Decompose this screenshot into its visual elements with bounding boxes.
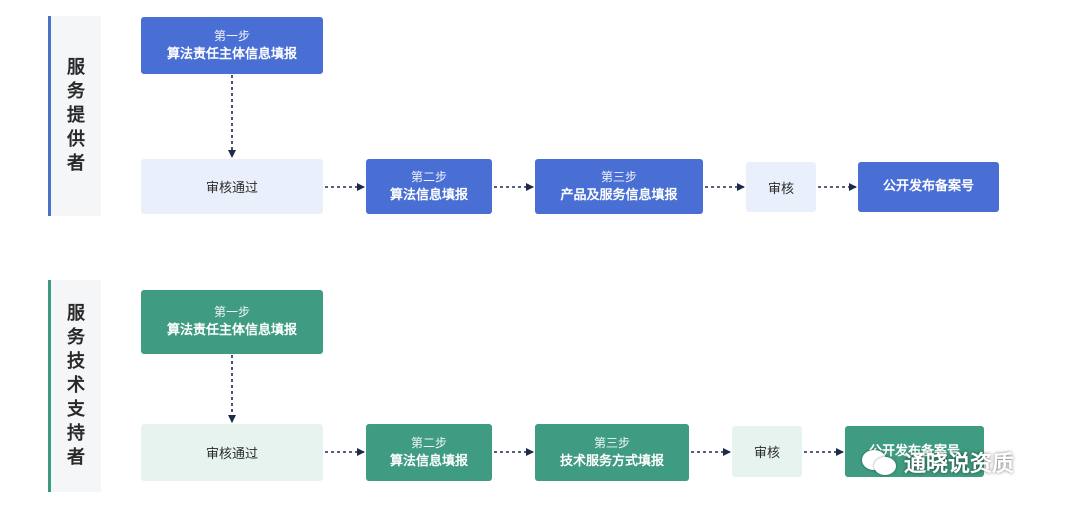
publish-label: 公开发布备案号 [868,443,960,459]
lane-label-tech-support: 服 务 技 术 支 持 者 [48,280,101,492]
lane-label-char: 者 [67,153,85,174]
lane-label-char: 务 [67,81,85,102]
lane-label-char: 技 [67,351,85,372]
step-title: 算法责任主体信息填报 [166,46,297,62]
wechat-icon [862,448,898,476]
lane-label-service-provider: 服 务 提 供 者 [48,16,101,216]
approved-label: 审核通过 [205,447,258,462]
lane-label-char: 务 [67,327,85,348]
step-number: 第一步 [213,28,250,43]
step-title: 算法责任主体信息填报 [166,323,297,338]
lane2-step3-box: 第三步 技术服务方式填报 [535,424,689,481]
step-number: 第二步 [410,435,447,450]
lane1-step1-box: 第一步 算法责任主体信息填报 [141,17,323,74]
step-title: 算法信息填报 [389,453,468,469]
lane2-approved-box: 审核通过 [141,424,323,481]
step-number: 第一步 [213,305,250,319]
lane-label-char: 者 [67,447,85,468]
lane1-review-box: 审核 [746,162,816,212]
lane2-step2-box: 第二步 算法信息填报 [366,424,492,481]
step-title: 技术服务方式填报 [559,453,664,469]
watermark-text: 通晓说资质 [904,452,1015,477]
step-title: 产品及服务信息填报 [560,187,678,203]
lane2-step1-box: 第一步 算法责任主体信息填报 [141,290,323,354]
watermark: 通晓说资质 [862,446,1014,478]
lane-label-char: 服 [67,303,85,324]
lane1-approved-box: 审核通过 [141,159,323,214]
step-number: 第三步 [593,435,630,450]
lane-label-char: 术 [67,375,85,396]
lane-label-char: 服 [67,57,85,78]
review-label: 审核 [753,446,780,461]
lane1-publish-box: 公开发布备案号 [858,162,999,212]
lane1-step2-box: 第二步 算法信息填报 [366,159,492,214]
approved-label: 审核通过 [205,181,258,196]
step-title: 算法信息填报 [389,187,468,203]
review-label: 审核 [767,181,794,197]
lane2-review-box: 审核 [732,426,802,477]
lane-label-char: 供 [67,129,85,150]
step-number: 第二步 [410,169,447,184]
lane-label-char: 支 [67,399,85,420]
publish-label: 公开发布备案号 [882,179,974,194]
lane1-step3-box: 第三步 产品及服务信息填报 [535,159,703,214]
lane-label-char: 提 [67,105,85,126]
step-number: 第三步 [600,169,637,184]
lane-label-char: 持 [67,423,85,444]
